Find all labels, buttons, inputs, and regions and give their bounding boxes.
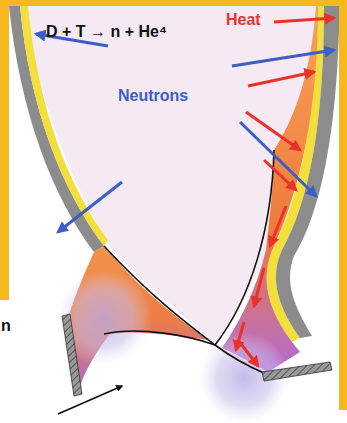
separatrix-line [104,246,266,374]
heat-arrow [246,112,300,150]
heat-arrow [254,268,264,306]
partial-label: n [1,318,11,334]
divertor-plate [62,314,82,396]
neutron-arrow [58,182,122,232]
divertor-plate [262,362,332,381]
separatrix-line [104,150,274,345]
heat-arrow [248,72,314,86]
heat-arrow [264,160,296,190]
pointer-arrow [58,386,122,414]
heat-arrow [238,340,258,366]
neutron-arrows [36,34,334,232]
neutron-arrow [232,50,334,66]
heat-arrow [270,206,286,246]
reaction-equation: D + T → n + He⁴ [46,24,167,40]
blanket-left [20,6,108,246]
heat-arrow [274,18,334,22]
frame-border [0,0,347,410]
heat-label: Heat [226,12,261,28]
heat-arrows [236,18,334,366]
neutrons-label: Neutrons [118,88,188,104]
